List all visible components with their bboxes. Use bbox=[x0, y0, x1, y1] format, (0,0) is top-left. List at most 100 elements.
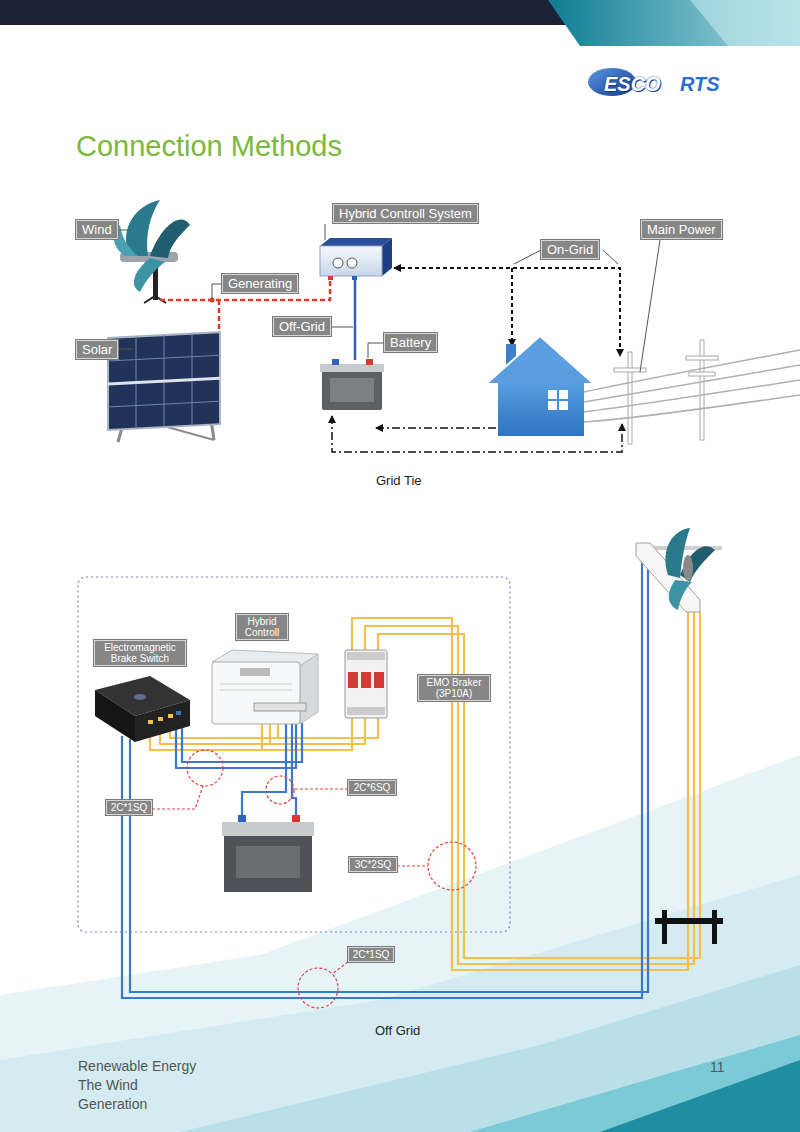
controller-dial bbox=[347, 258, 357, 268]
header-accent bbox=[690, 0, 800, 46]
tag-text: EMO Braker (3P10A) bbox=[421, 677, 487, 699]
leader-line bbox=[325, 224, 326, 240]
power-pole bbox=[700, 340, 704, 440]
callout-tag: On-Grid bbox=[541, 240, 599, 259]
cable-tag: Electromagnetic Brake Switch bbox=[94, 640, 186, 666]
diagram-caption: Off Grid bbox=[375, 1022, 420, 1040]
leader-line bbox=[152, 786, 203, 809]
power-pole bbox=[628, 352, 632, 444]
battery-panel bbox=[330, 378, 374, 402]
cable-tag: 3C*2SQ bbox=[349, 857, 397, 872]
cable-callout-ring bbox=[298, 968, 338, 1008]
solar-panel bbox=[108, 332, 220, 430]
footer-text: Renewable Energy The Wind Generation bbox=[78, 1057, 211, 1114]
leader-line bbox=[118, 349, 132, 350]
terminal bbox=[158, 717, 163, 721]
panel-grid bbox=[108, 401, 220, 407]
battery-terminal bbox=[332, 359, 339, 365]
battery-terminal bbox=[238, 815, 246, 823]
on-grid-line bbox=[511, 268, 513, 346]
tag-text: Hybrid Controll bbox=[239, 616, 285, 638]
controller-vent bbox=[220, 684, 292, 685]
cable-tag: Hybrid Controll bbox=[236, 614, 288, 640]
ac-wire bbox=[365, 612, 694, 964]
tag-text: Off-Grid bbox=[279, 318, 325, 335]
terminal-strip bbox=[254, 703, 306, 711]
turbine-blade bbox=[669, 580, 692, 610]
leader-line bbox=[368, 343, 384, 358]
power-line bbox=[584, 395, 800, 422]
wire-joint bbox=[210, 298, 215, 303]
tag-text: 2C*1SQ bbox=[109, 802, 149, 813]
ac-wire bbox=[378, 612, 700, 958]
breaker-terminals bbox=[347, 652, 385, 660]
terminal bbox=[352, 276, 357, 280]
breaker-switch bbox=[374, 672, 384, 688]
logo-text: RTS bbox=[680, 71, 720, 98]
tag-text: On-Grid bbox=[547, 241, 593, 258]
leader-line bbox=[294, 788, 348, 789]
breaker-switch bbox=[348, 672, 358, 688]
header-accent bbox=[548, 0, 800, 46]
pole-bracket bbox=[712, 910, 717, 944]
controller-front bbox=[212, 662, 300, 724]
terminal bbox=[328, 276, 333, 280]
battery-panel bbox=[236, 846, 300, 878]
terminal bbox=[168, 714, 173, 718]
tag-text: Electromagnetic Brake Switch bbox=[97, 642, 183, 664]
tag-text: Battery bbox=[390, 334, 431, 351]
off-grid-wire bbox=[354, 280, 357, 360]
turbine-blade bbox=[680, 546, 715, 582]
wave-band bbox=[180, 965, 800, 1132]
cable-tag: 2C*1SQ bbox=[348, 947, 394, 962]
wave-band bbox=[470, 1035, 800, 1132]
controller-side bbox=[300, 654, 318, 724]
callout-tag: Battery bbox=[384, 333, 437, 352]
leader-line bbox=[397, 865, 428, 866]
callout-tag: Main Power bbox=[641, 220, 722, 239]
callout-tag: Hybrid Controll System bbox=[333, 204, 478, 223]
wave-band bbox=[0, 755, 800, 1132]
controller-side bbox=[382, 238, 392, 276]
cable-callout-ring bbox=[187, 750, 223, 786]
battery-terminal bbox=[292, 815, 300, 823]
cable-callout-ring bbox=[266, 776, 294, 804]
ac-wire bbox=[352, 612, 688, 970]
controller-dial bbox=[333, 258, 343, 268]
panel-grid bbox=[108, 355, 220, 361]
cable-callout-ring bbox=[428, 842, 476, 890]
panel-face bbox=[108, 332, 220, 430]
terminal bbox=[176, 711, 181, 715]
brake-switch-logo bbox=[134, 694, 146, 700]
turbine-hub bbox=[683, 555, 693, 581]
controller-top bbox=[320, 238, 392, 246]
wave-band bbox=[0, 875, 800, 1132]
battery-body bbox=[322, 370, 382, 410]
tag-text: 2C*1SQ bbox=[351, 949, 391, 960]
tag-text: Main Power bbox=[647, 221, 716, 238]
leader-line bbox=[332, 962, 348, 974]
house-roof bbox=[486, 336, 594, 384]
window-bar bbox=[548, 399, 568, 401]
terminal bbox=[148, 720, 153, 724]
battery-wire bbox=[242, 712, 286, 818]
tag-text: Generating bbox=[228, 275, 292, 292]
brake-wire bbox=[122, 552, 642, 998]
cable-tag: 2C*6SQ bbox=[348, 780, 396, 795]
leader-line bbox=[640, 240, 660, 372]
breaker-switch bbox=[361, 672, 371, 688]
leader-line bbox=[603, 250, 618, 264]
brake-switch-face bbox=[95, 690, 135, 742]
breaker-body bbox=[345, 650, 387, 718]
battery-wire bbox=[292, 712, 296, 818]
return-line bbox=[376, 427, 496, 429]
diagram-caption: Grid Tie bbox=[376, 472, 422, 490]
leader-line bbox=[514, 250, 541, 264]
turbine-blade bbox=[150, 220, 190, 258]
callout-tag: Solar bbox=[76, 340, 118, 359]
tag-text: Hybrid Controll System bbox=[339, 205, 472, 222]
tag-text: 3C*2SQ bbox=[352, 859, 394, 870]
